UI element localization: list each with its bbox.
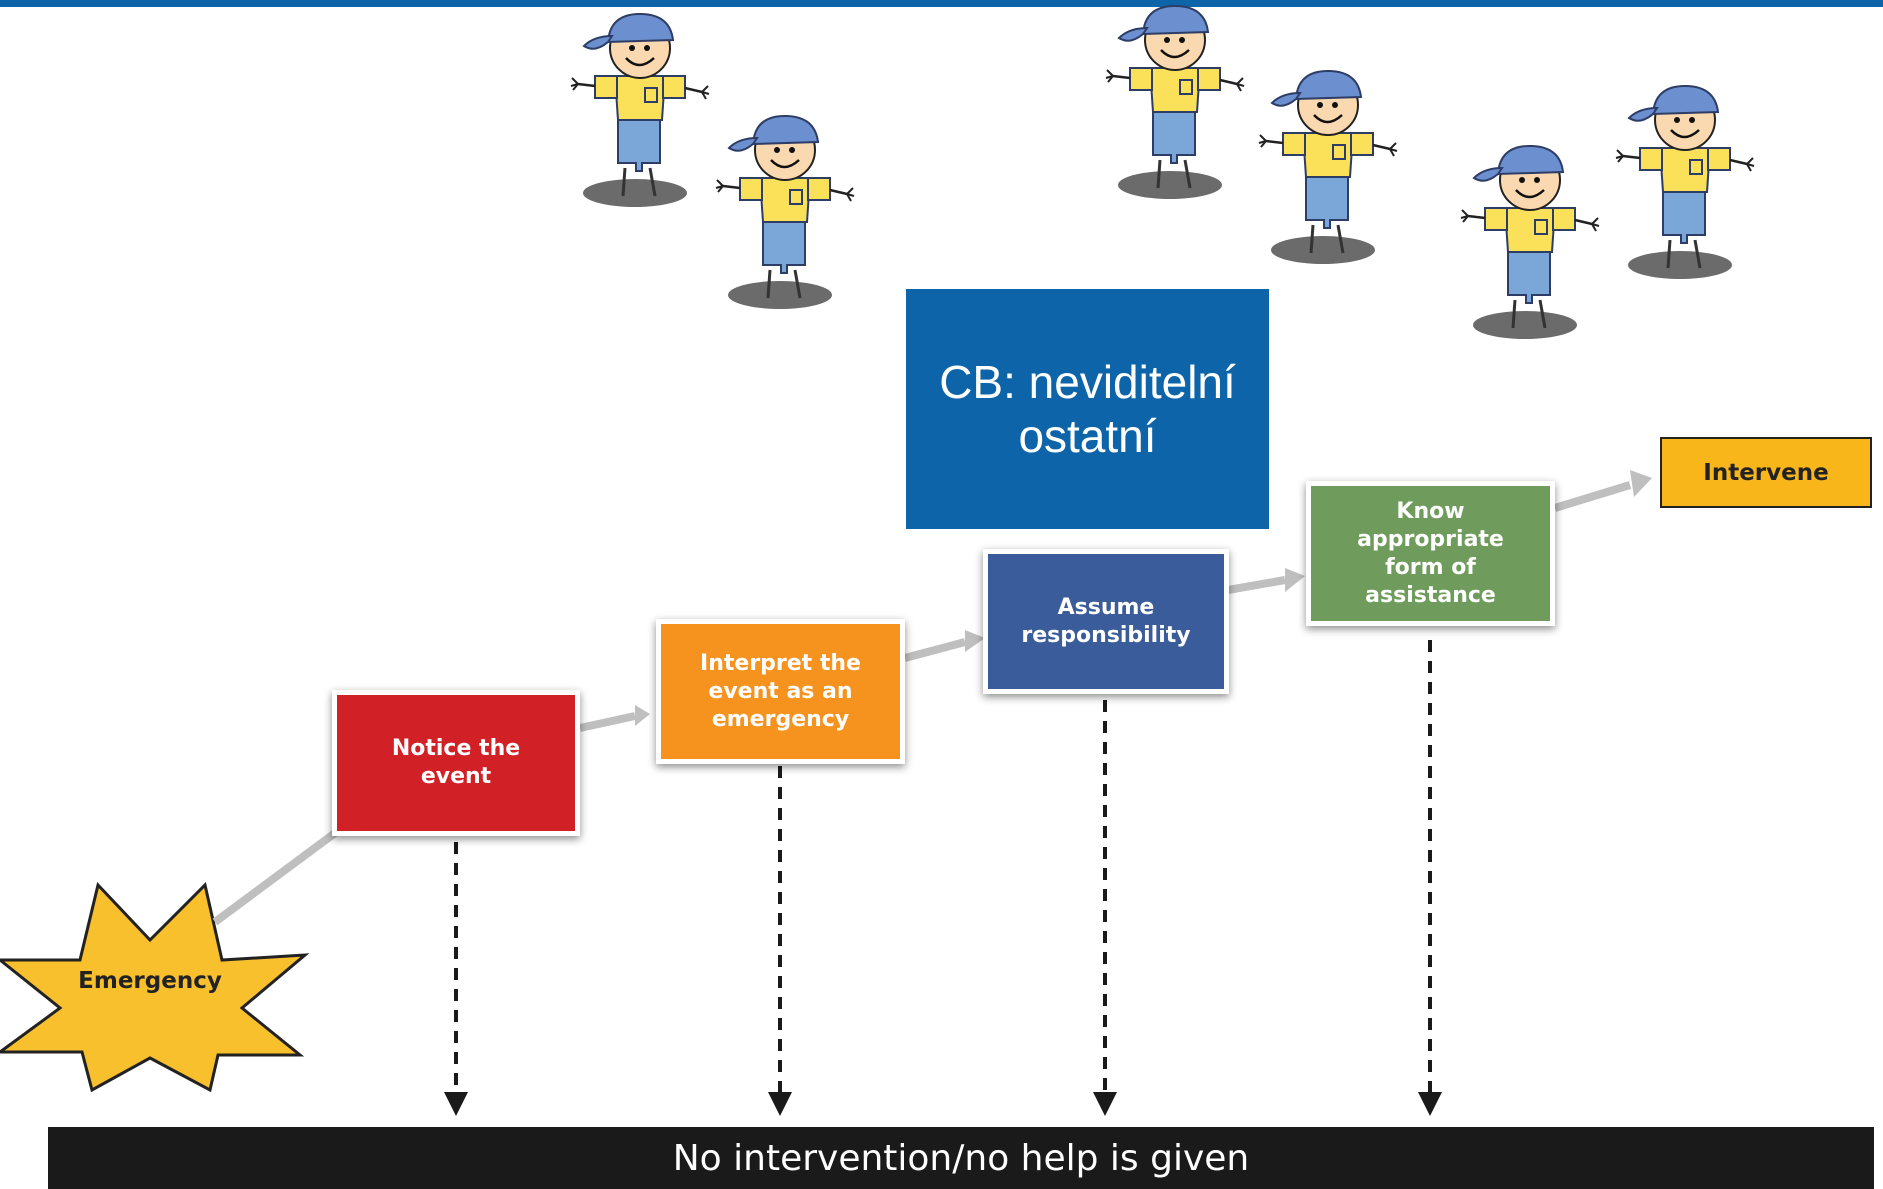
emergency-starburst xyxy=(0,881,310,1093)
top-accent-bar xyxy=(0,0,1883,7)
step-interpret-emergency: Interpret the event as an emergency xyxy=(656,619,905,764)
no-intervention-bar: No intervention/no help is given xyxy=(48,1127,1874,1189)
step-notice-event: Notice the event xyxy=(332,690,580,836)
cartoon-boy-cap-icon xyxy=(1257,69,1399,266)
cartoon-boy-cap-icon xyxy=(1459,144,1601,341)
emergency-label: Emergency xyxy=(78,968,222,994)
cartoon-boy-cap-icon xyxy=(1104,4,1246,201)
callout-invisible-others: CB: neviditelní ostatní xyxy=(906,289,1269,529)
step-know-assistance: Know appropriate form of assistance xyxy=(1306,481,1555,626)
intervene-box: Intervene xyxy=(1660,437,1872,508)
arrow-assume-know xyxy=(1227,576,1286,594)
arrow-know-intervene xyxy=(1553,481,1632,512)
arrow-interpret-assume xyxy=(903,638,967,662)
arrow-emergency-notice xyxy=(212,829,338,926)
cartoon-boy-cap-icon xyxy=(1614,84,1756,281)
cartoon-boy-cap-icon xyxy=(714,114,856,311)
arrow-notice-interpret xyxy=(579,712,636,732)
step-assume-responsibility: Assume responsibility xyxy=(983,549,1229,694)
cartoon-boy-cap-icon xyxy=(569,12,711,209)
